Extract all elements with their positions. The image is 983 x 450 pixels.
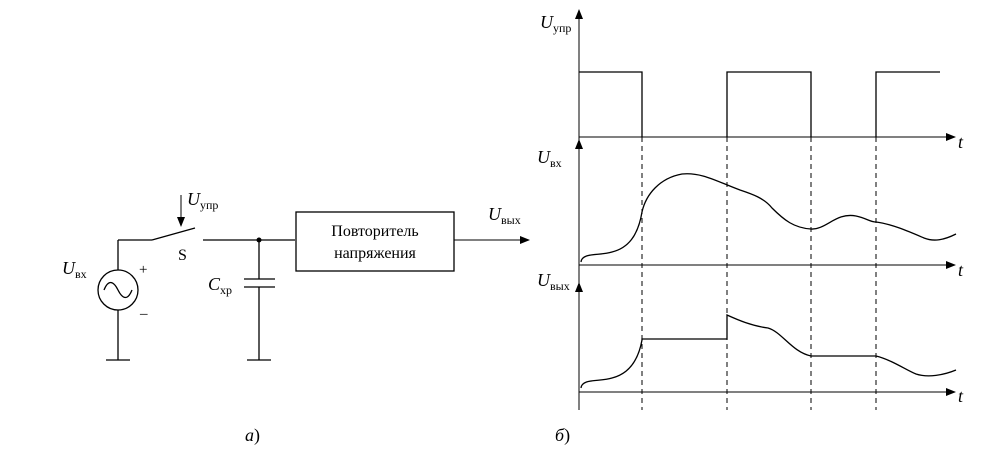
voltage-repeater-box (295, 211, 455, 272)
switch-blade (151, 227, 196, 241)
repeater-line-2: напряжения (334, 245, 416, 262)
output-waveform (580, 313, 957, 389)
capacitor-label: Cхр (208, 274, 232, 297)
circuit-diagram: Uвх + – Uупр S Cхр Повторитель напряжени… (62, 189, 530, 446)
control-axis-label: Uупр (540, 12, 571, 35)
control-pulses (579, 71, 940, 137)
input-waveform (580, 173, 957, 263)
time-label-output: t (958, 386, 964, 406)
minus-sign: – (139, 306, 148, 322)
timing-diagram: Uупр Uвх Uвых t t t б) (537, 9, 964, 446)
caption-a: а) (245, 425, 260, 446)
control-label: Uупр (187, 189, 218, 212)
input-label: Uвх (62, 258, 87, 281)
caption-b: б) (555, 425, 570, 446)
time-label-input: t (958, 260, 964, 280)
time-label-control: t (958, 132, 964, 152)
sine-icon (103, 281, 133, 299)
switch-label: S (178, 247, 187, 264)
output-axis-label: Uвых (537, 270, 570, 293)
input-axis-label: Uвх (537, 147, 562, 170)
plus-sign: + (139, 262, 147, 278)
repeater-line-1: Повторитель (331, 223, 418, 240)
output-label: Uвых (488, 204, 521, 227)
